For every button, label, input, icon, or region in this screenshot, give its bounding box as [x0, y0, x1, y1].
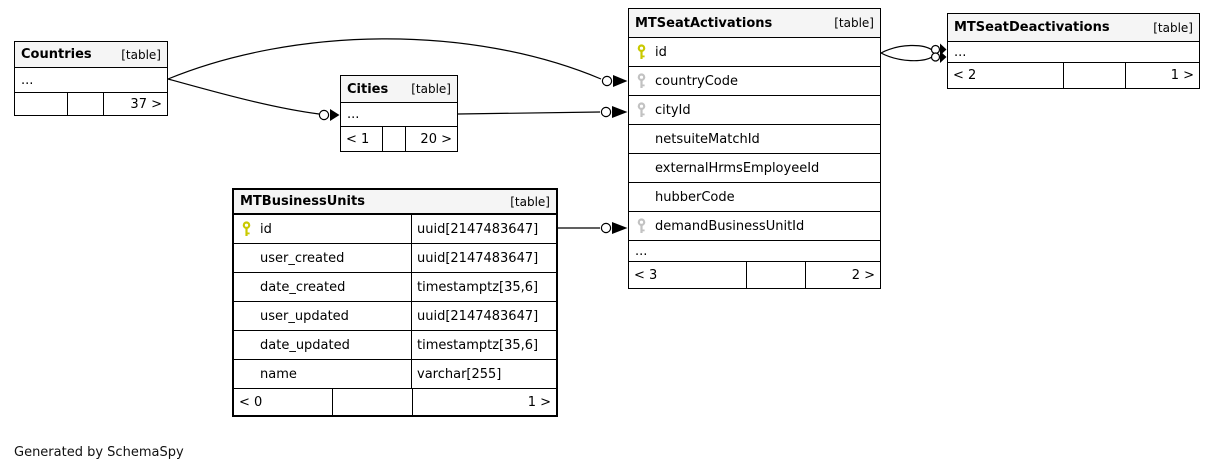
table-title: Cities [347, 81, 389, 97]
table-footer: 37 > [15, 93, 167, 115]
column-row-demandbusinessunitid: demandBusinessUnitId [629, 212, 880, 241]
table-mtbusinessunits-header[interactable]: MTBusinessUnits [table] [234, 190, 556, 215]
table-title: MTSeatActivations [635, 15, 773, 31]
table-title: MTSeatDeactivations [954, 20, 1110, 35]
footer-cell [747, 262, 806, 288]
primary-key-icon [239, 221, 254, 237]
table-mtseatactivations-header[interactable]: MTSeatActivations [table] [629, 9, 880, 38]
column-row: externalHrmsEmployeeId [629, 154, 880, 183]
table-footer: < 1 20 > [341, 127, 457, 151]
table-mtseatdeactivations-header[interactable]: MTSeatDeactivations [table] [948, 14, 1199, 42]
table-mtseatdeactivations[interactable]: MTSeatDeactivations [table] ... < 2 1 > [947, 13, 1200, 89]
column-type: varchar[255] [411, 360, 556, 388]
table-mtseatactivations[interactable]: MTSeatActivations [table] id countryCode… [628, 8, 881, 289]
column-type: timestamptz[35,6] [411, 331, 556, 359]
generated-by-note: Generated by SchemaSpy [14, 445, 184, 460]
column-row-id: id [629, 38, 880, 67]
footer-cell [333, 389, 413, 415]
column-row: netsuiteMatchId [629, 125, 880, 154]
table-title: Countries [21, 47, 92, 62]
column-row: user_updated uuid[2147483647] [234, 302, 556, 331]
footer-cell: < 2 [948, 63, 1064, 88]
footer-cell: < 3 [629, 262, 747, 288]
column-row: hubberCode [629, 183, 880, 212]
table-tag: [table] [121, 47, 161, 62]
column-type: uuid[2147483647] [411, 244, 556, 272]
collapsed-columns-row: ... [948, 42, 1199, 63]
table-tag: [table] [834, 16, 874, 30]
footer-cell [15, 93, 68, 115]
table-title: MTBusinessUnits [240, 194, 365, 209]
collapsed-columns-row: ... [341, 103, 457, 127]
footer-cell: < 0 [234, 389, 333, 415]
primary-key-icon [634, 44, 649, 60]
footer-cell [1064, 63, 1126, 88]
table-tag: [table] [411, 82, 451, 96]
column-row: user_created uuid[2147483647] [234, 244, 556, 273]
table-tag: [table] [1153, 20, 1193, 35]
table-countries-header[interactable]: Countries [table] [15, 42, 167, 68]
column-type: timestamptz[35,6] [411, 273, 556, 301]
column-type: uuid[2147483647] [411, 215, 556, 243]
column-row: date_created timestamptz[35,6] [234, 273, 556, 302]
table-tag: [table] [510, 194, 550, 209]
table-cities-header[interactable]: Cities [table] [341, 76, 457, 103]
foreign-key-icon [634, 102, 649, 118]
column-type: uuid[2147483647] [411, 302, 556, 330]
footer-cell: 1 > [1170, 68, 1194, 83]
collapsed-columns-row: ... [629, 241, 880, 262]
footer-cell [68, 93, 104, 115]
footer-cell [383, 127, 406, 151]
table-countries[interactable]: Countries [table] ... 37 > [14, 41, 168, 116]
footer-cell: 20 > [420, 131, 452, 147]
table-cities[interactable]: Cities [table] ... < 1 20 > [340, 75, 458, 152]
foreign-key-icon [634, 73, 649, 89]
footer-cell: 1 > [527, 394, 551, 410]
footer-cell: 37 > [130, 96, 162, 112]
column-row: date_updated timestamptz[35,6] [234, 331, 556, 360]
column-row-id: id uuid[2147483647] [234, 215, 556, 244]
table-mtbusinessunits[interactable]: MTBusinessUnits [table] id uuid[21474836… [232, 188, 558, 417]
foreign-key-icon [634, 218, 649, 234]
table-footer: < 3 2 > [629, 262, 880, 288]
table-footer: < 2 1 > [948, 63, 1199, 88]
column-row-countrycode: countryCode [629, 67, 880, 96]
footer-cell: 2 > [851, 267, 875, 283]
footer-cell: < 1 [341, 127, 383, 151]
collapsed-columns-row: ... [15, 68, 167, 93]
table-footer: < 0 1 > [234, 389, 556, 415]
column-row-cityid: cityId [629, 96, 880, 125]
column-row: name varchar[255] [234, 360, 556, 389]
